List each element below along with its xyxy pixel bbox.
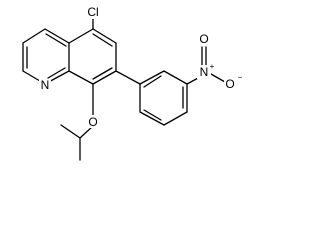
nitro-oxygen-double-atom: O: [198, 32, 210, 46]
bond-c7-ar1: [115, 70, 141, 85]
quinoline-nitrogen-label: N: [41, 78, 50, 92]
chlorine-label: Cl: [87, 5, 98, 19]
nitro-oxygen-single-charge: −: [238, 73, 243, 82]
bond-c7-c8-inner: [92, 67, 113, 80]
bond-ch-me1: [60, 124, 81, 139]
bond-layer: [22, 17, 226, 161]
bond-nitro-n-o-single: [210, 73, 226, 83]
bond-ar2-ar3: [163, 70, 188, 85]
chlorine-atom: Cl: [84, 5, 102, 19]
bond-ar5-ar6-inner: [143, 109, 162, 121]
bond-c5-c6: [92, 28, 117, 44]
bond-c4-c4a-inner: [45, 33, 67, 47]
bond-c8a-n1-inner: [47, 67, 66, 79]
bond-c3-c4: [22, 28, 46, 44]
bond-ar4-ar5: [163, 111, 188, 126]
ether-oxygen-atom: O: [87, 115, 99, 129]
structure-diagram: Cl N O N + O O −: [22, 5, 243, 161]
atom-label-layer: Cl N O N + O O −: [39, 5, 243, 129]
nitro-oxygen-double-label: O: [199, 32, 208, 46]
nitro-nitrogen-charge: +: [210, 62, 215, 71]
bond-ar5-ar6: [139, 111, 165, 126]
quinoline-nitrogen-atom: N: [39, 78, 51, 92]
nitro-nitrogen-atom: N +: [197, 62, 215, 79]
nitro-nitrogen-label: N: [200, 65, 209, 79]
bond-c4a-c5: [68, 28, 94, 44]
bond-c4-c4a: [44, 28, 70, 44]
nitro-oxygen-single-label: O: [225, 77, 234, 91]
bond-c5-c6-inner: [92, 33, 113, 47]
bond-ar1-ar2: [139, 70, 165, 85]
nitro-oxygen-single-atom: O −: [224, 73, 243, 91]
bond-c8-c8a: [68, 70, 94, 85]
bond-c7-c8: [92, 70, 117, 85]
ether-oxygen-label: O: [88, 115, 97, 129]
bond-ar1-ar2-inner: [143, 75, 162, 88]
